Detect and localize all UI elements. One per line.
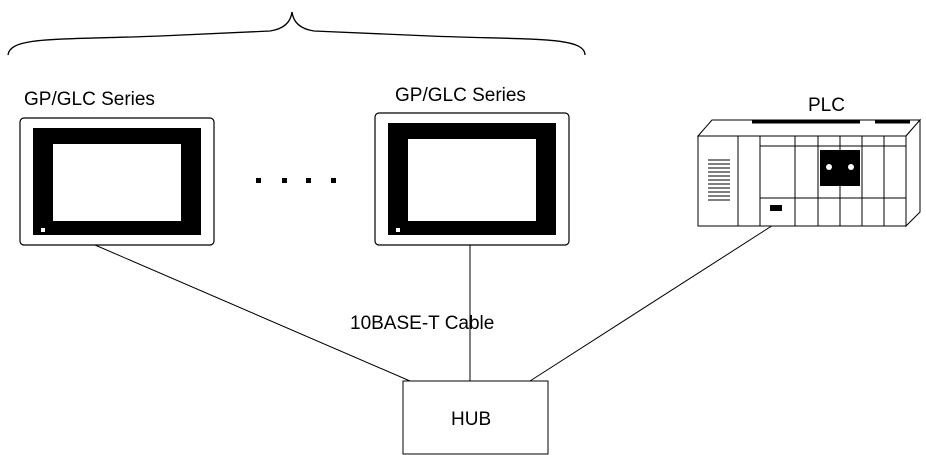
- cable-line-gp1: [94, 244, 411, 382]
- ellipsis-dots: [256, 178, 336, 183]
- device-label-gp2: GP/GLC Series: [395, 85, 526, 106]
- touch-panel-icon: [19, 117, 215, 246]
- device-label-plc: PLC: [808, 95, 845, 116]
- touch-panel-icon: [374, 112, 570, 246]
- hub-label: HUB: [451, 409, 492, 430]
- cable-label: 10BASE-T Cable: [350, 313, 495, 334]
- hub-box: [402, 380, 549, 455]
- device-label-gp1: GP/GLC Series: [24, 89, 155, 110]
- group-brace: [7, 11, 586, 56]
- plc-icon: [696, 118, 922, 228]
